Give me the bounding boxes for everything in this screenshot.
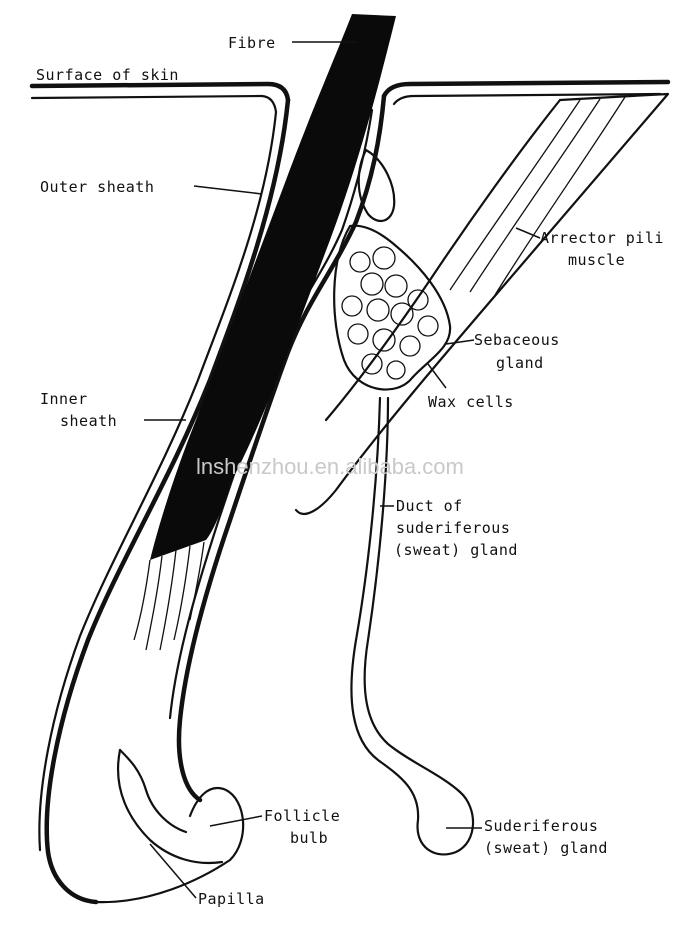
label-papilla: Papilla — [198, 890, 265, 908]
label-sebaceous: Sebaceous — [474, 331, 560, 349]
follicle-outer-wall — [38, 97, 291, 905]
label-surface-of-skin: Surface of skin — [36, 66, 179, 84]
follicle-bulb — [94, 748, 245, 904]
label-suderiferous-gland: Suderiferous — [484, 817, 598, 835]
label-outer-sheath: Outer sheath — [40, 178, 154, 196]
label-sebaceous-gland: gland — [496, 354, 544, 372]
watermark: lnshenzhou.en.alibaba.com — [196, 454, 464, 479]
labels: Fibre Surface of skin Outer sheath Arrec… — [36, 34, 664, 908]
label-suderiferous: suderiferous — [396, 519, 510, 537]
label-wax-cells: Wax cells — [428, 393, 514, 411]
skin-surface — [29, 79, 671, 114]
label-arrector-pili-muscle: muscle — [568, 251, 625, 269]
hair-fibre — [133, 14, 396, 651]
label-arrector-pili: Arrector pili — [540, 229, 664, 247]
sweat-gland-duct — [350, 396, 475, 856]
label-inner-sheath: sheath — [60, 412, 117, 430]
label-sweat-gland: (sweat) gland — [484, 839, 608, 857]
label-follicle-bulb: bulb — [290, 829, 328, 847]
label-fibre: Fibre — [228, 34, 276, 52]
label-inner: Inner — [40, 390, 88, 408]
label-sweat-gland-duct: (sweat) gland — [394, 541, 518, 559]
arrector-pili-muscle — [294, 92, 670, 515]
label-follicle: Follicle — [264, 807, 340, 825]
leader-lines — [144, 41, 541, 899]
wax-cells — [341, 246, 439, 380]
label-duct-of: Duct of — [396, 497, 463, 515]
sebaceous-gland — [333, 148, 452, 391]
